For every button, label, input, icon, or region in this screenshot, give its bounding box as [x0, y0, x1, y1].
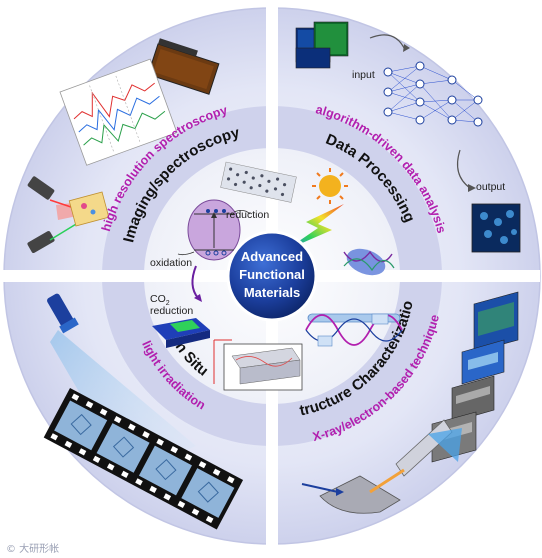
wave-detector — [305, 313, 403, 347]
instrument — [301, 419, 462, 514]
lattice-sheet — [220, 161, 297, 203]
co2-reduction-label: reduction — [150, 305, 193, 317]
center-line-1: Advanced — [241, 249, 303, 264]
reduction-label: reduction — [226, 209, 269, 221]
nn-nodes — [383, 61, 483, 127]
band-diagram — [177, 199, 251, 261]
center-line-3: Materials — [244, 285, 300, 300]
input-label: input — [352, 69, 375, 81]
watermark: © 大研形帐 — [6, 542, 59, 555]
center-badge: Advanced Functional Materials — [226, 230, 318, 322]
catalyst-block — [152, 318, 210, 348]
neural-network — [387, 65, 479, 123]
laser-setup — [27, 176, 110, 253]
molecule-bundle — [343, 248, 395, 276]
co2-label: CO2 — [150, 293, 170, 307]
flashlight-icon — [47, 293, 79, 334]
film-strip — [43, 388, 244, 530]
device-stack — [213, 339, 303, 391]
output-image — [471, 203, 521, 253]
spectra-plot — [59, 58, 178, 166]
afm-image — [147, 38, 220, 95]
output-label: output — [476, 181, 505, 193]
oxidation-label: oxidation — [150, 257, 192, 269]
sun-icon — [312, 168, 348, 204]
center-line-2: Functional — [239, 267, 305, 282]
input-images — [295, 21, 349, 69]
inner-illustrations: reduction oxidation CO2 reduction — [150, 161, 403, 391]
